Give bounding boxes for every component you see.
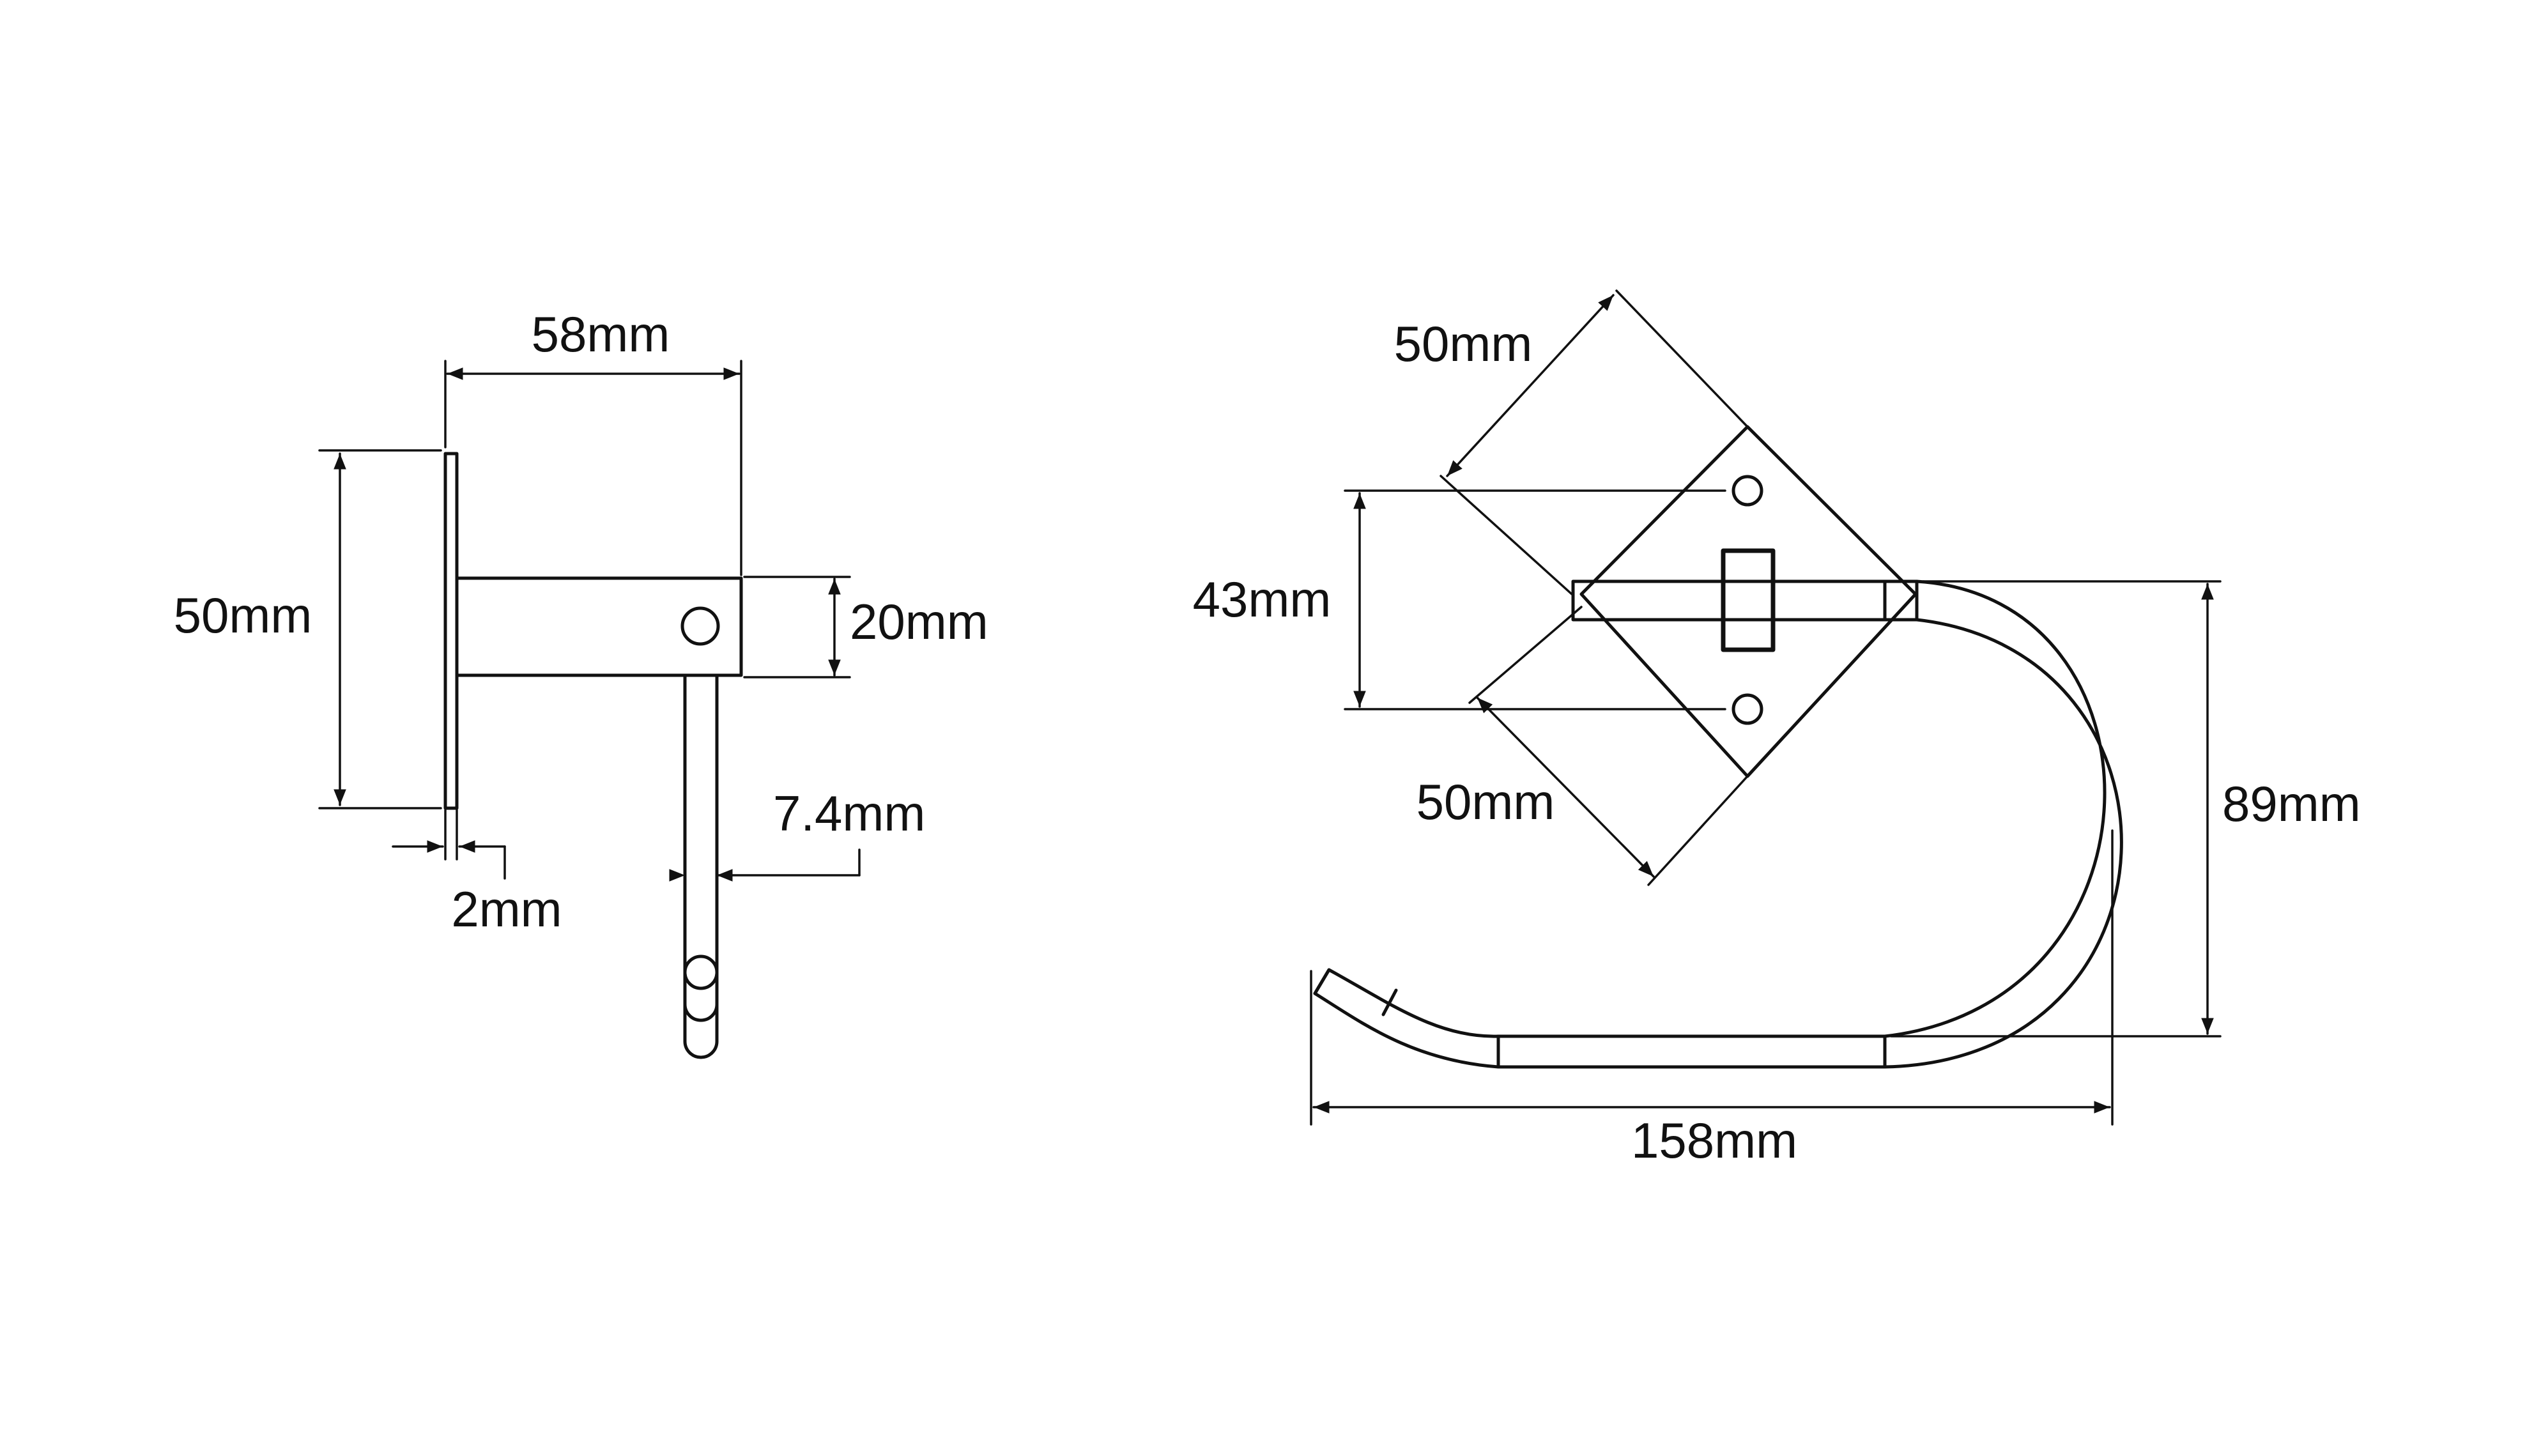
dim-side-depth-label: 58mm xyxy=(532,306,670,362)
dim-front-plate-side-bottom-label: 50mm xyxy=(1417,774,1555,830)
dim-front-plate-side-bottom: 50mm xyxy=(1417,606,1749,886)
front-bar xyxy=(1571,579,1919,622)
dim-side-depth: 58mm xyxy=(444,306,742,576)
front-view: 50mm 43mm 50mm 89mm 158mm xyxy=(1193,289,2361,1169)
dim-front-height: 89mm xyxy=(1890,580,2361,1038)
side-wall-plate xyxy=(443,452,459,810)
side-view: 58mm 50mm 20mm 7.4mm xyxy=(174,306,988,1059)
dim-front-hole-spacing: 43mm xyxy=(1193,489,1726,710)
dim-side-arm-height: 20mm xyxy=(743,576,988,678)
dim-side-rod-diameter-label: 7.4mm xyxy=(773,785,925,841)
dim-front-plate-side-top: 50mm xyxy=(1394,289,1749,595)
side-arm-hole xyxy=(680,606,720,646)
dim-side-plate-thickness: 2mm xyxy=(392,809,562,937)
dim-side-plate-height: 50mm xyxy=(174,449,442,809)
dim-front-hole-spacing-label: 43mm xyxy=(1193,571,1332,627)
front-mount-block xyxy=(1721,548,1776,652)
dim-side-arm-height-label: 20mm xyxy=(850,594,988,650)
side-arm xyxy=(455,576,743,677)
dim-front-width: 158mm xyxy=(1310,829,2114,1169)
dim-side-rod-diameter: 7.4mm xyxy=(684,785,925,882)
dim-front-height-label: 89mm xyxy=(2222,776,2361,832)
dim-front-plate-side-top-label: 50mm xyxy=(1394,316,1533,372)
side-rod xyxy=(683,673,719,1059)
dim-front-width-label: 158mm xyxy=(1631,1112,1797,1169)
dim-side-plate-height-label: 50mm xyxy=(174,587,312,643)
front-plate-hole-bottom xyxy=(1732,693,1763,725)
front-plate-hole-top xyxy=(1732,475,1763,507)
dim-side-plate-thickness-label: 2mm xyxy=(451,881,562,937)
